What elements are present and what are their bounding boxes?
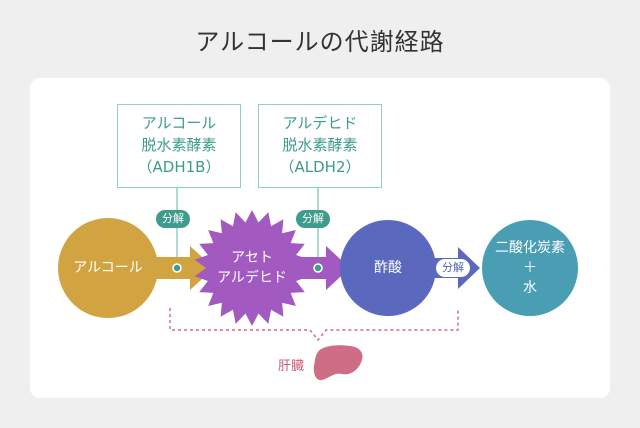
enzyme-adh1b-line2: 脱水素酵素 [141,136,217,154]
liver-bracket [169,308,459,342]
enzyme-box-aldh2: アルデヒド 脱水素酵素 （ALDH2） [258,104,382,188]
enzyme-aldh2-dot [313,263,323,273]
liver-icon [313,345,363,381]
acetaldehyde-line2: アルデヒド [217,270,287,286]
final-line2: ＋ [523,260,537,276]
enzyme-aldh2-line2: 脱水素酵素 [282,136,358,154]
acetaldehyde-line1: アセト [231,250,273,266]
decompose-badge-1: 分解 [156,210,190,228]
final-line1: 二酸化炭素 [495,240,565,256]
decompose-badge-3: 分解 [436,259,470,277]
enzyme-aldh2-line3: （ALDH2） [279,158,361,176]
node-acetic-acid [340,220,436,316]
enzyme-adh1b-line1: アルコール [141,114,217,132]
arrow-alcohol-to-acetaldehyde [150,246,214,290]
node-acetic-acid-label: 酢酸 [374,260,402,276]
liver-label: 肝臓 [278,359,305,374]
node-alcohol-label: アルコール [73,260,143,276]
node-final-products-label: 二酸化炭素 ＋ 水 [482,238,578,298]
enzyme-box-adh1b: アルコール 脱水素酵素 （ADH1B） [117,104,241,188]
node-final-products [482,220,578,316]
enzyme-adh1b-line3: （ADH1B） [137,158,221,176]
node-alcohol [58,218,158,318]
decompose-badge-2: 分解 [296,210,330,228]
node-acetaldehyde-starburst [194,210,310,326]
node-acetaldehyde-label: アセト アルデヒド [202,248,302,288]
page-title: アルコールの代謝経路 [195,28,445,56]
enzyme-aldh2-line1: アルデヒド [282,114,358,132]
final-line3: 水 [523,280,537,296]
enzyme-adh1b-dot [172,263,182,273]
